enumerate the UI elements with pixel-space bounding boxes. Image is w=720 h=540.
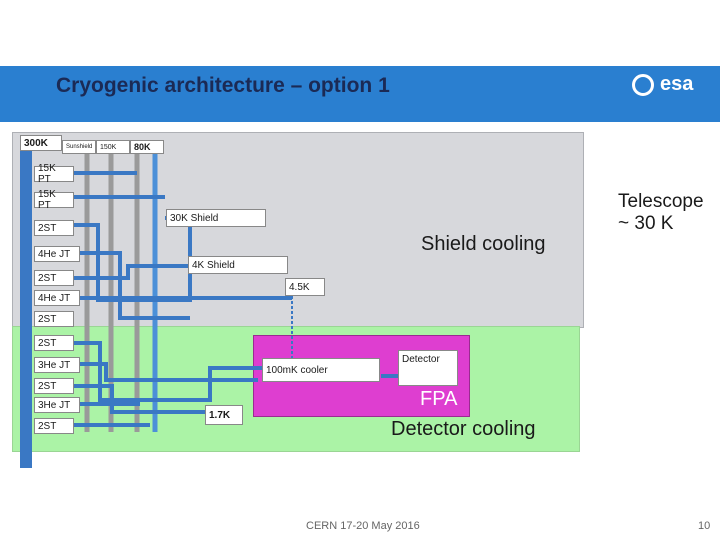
box-sunshield: Sunshield [62,140,96,154]
stage-box: 2ST [34,270,74,286]
fpa-label: FPA [420,388,458,410]
box-30k-shield: 30K Shield [166,209,266,227]
stage-box: 3He JT [34,397,80,413]
stage-box: 2ST [34,378,74,394]
stage-box: 4He JT [34,290,80,306]
box-100mk-cooler: 100mK cooler [262,358,380,382]
stage-box: 15K PT [34,189,74,211]
footer-event: CERN 17-20 May 2016 [306,520,420,532]
slide-header-bar [0,66,720,122]
box-300k: 300K [20,135,62,151]
box-80k: 80K [130,140,164,154]
esa-logo-icon [632,74,654,96]
stage-box: 2ST [34,418,74,434]
box-150k: 150K [96,140,130,154]
esa-logo-text: esa [660,73,694,95]
shield-cooling-label: Shield cooling [421,233,546,255]
stage-box: 4He JT [34,246,80,262]
telescope-label-line1: Telescope [618,191,704,212]
left-manifold [20,150,32,468]
slide-title: Cryogenic architecture – option 1 [56,74,390,97]
stage-box: 2ST [34,311,74,327]
box-4k-shield: 4K Shield [188,256,288,274]
stage-box: 15K PT [34,163,74,185]
box-detector: Detector [398,350,458,386]
telescope-label: Telescope ~ 30 K [618,191,704,235]
stage-box: 2ST [34,335,74,351]
box-45k: 4.5K [285,278,325,296]
box-17k: 1.7K [205,405,243,425]
stage-box: 3He JT [34,357,80,373]
detector-cooling-label: Detector cooling [391,418,536,440]
telescope-label-line2: ~ 30 K [618,213,674,234]
stage-box: 2ST [34,220,74,236]
page-number: 10 [698,520,711,532]
